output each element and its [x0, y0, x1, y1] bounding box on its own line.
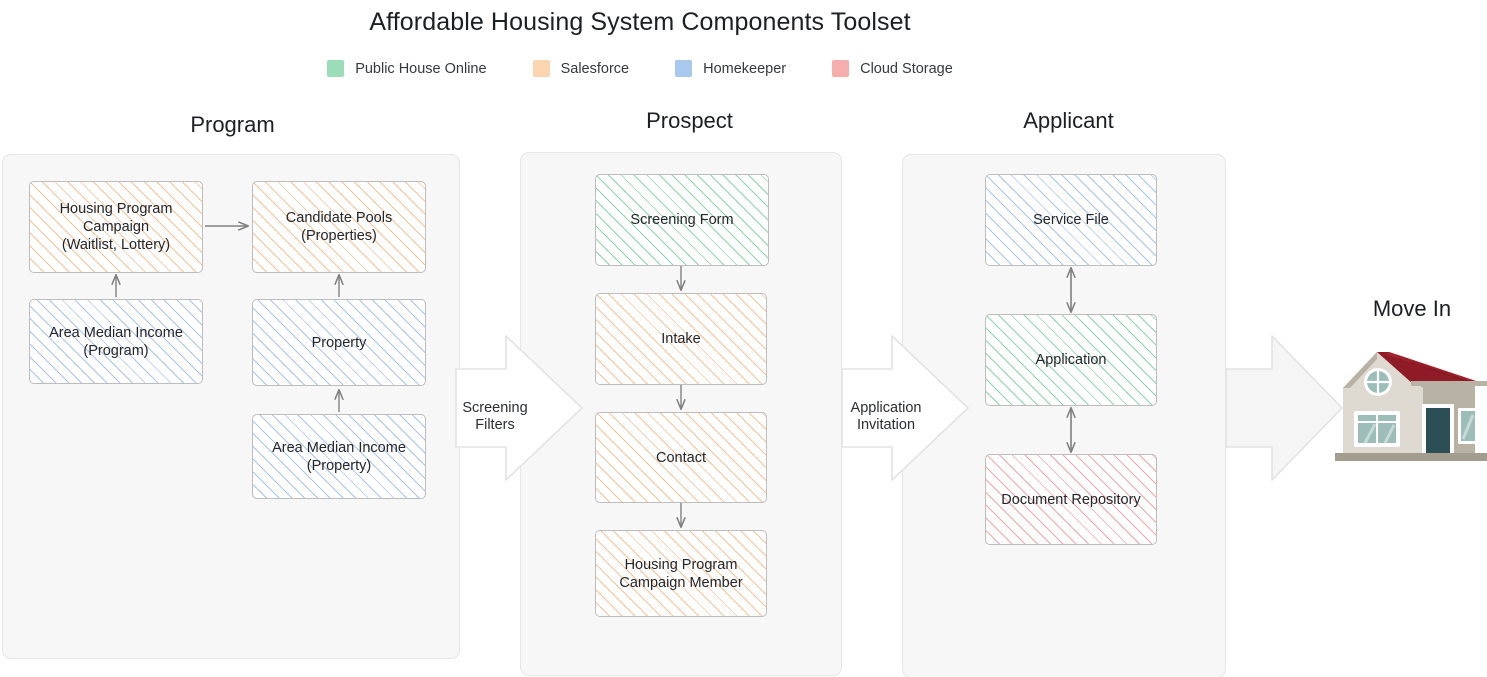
node-service-file[interactable]: Service File: [985, 174, 1157, 266]
legend-label: Public House Online: [355, 60, 487, 77]
page-title: Affordable Housing System Components Too…: [369, 8, 911, 36]
node-label: Document Repository: [1001, 491, 1141, 508]
node-document-repository[interactable]: Document Repository: [985, 454, 1157, 545]
legend-swatch-green: [327, 60, 345, 77]
legend-swatch-orange: [532, 60, 550, 77]
node-label: Screening Form: [630, 212, 734, 228]
stage-arrow-move-in: [1225, 335, 1343, 481]
stage-arrow-screening-filters: [455, 335, 583, 481]
stage-arrow-label-application-invitation: Application Invitation: [850, 400, 922, 433]
node-label: Area Median Income (Program): [49, 324, 183, 359]
node-candidate-pools[interactable]: Candidate Pools (Properties): [252, 181, 426, 273]
node-contact[interactable]: Contact: [595, 412, 767, 503]
legend-swatch-blue: [675, 60, 693, 77]
legend-item-cloud-storage: Cloud Storage: [832, 60, 953, 77]
node-label: Property: [311, 334, 367, 351]
node-label: Service File: [1033, 212, 1109, 228]
node-label: Intake: [661, 331, 701, 347]
node-application[interactable]: Application: [985, 314, 1157, 406]
legend-item-public-house-online: Public House Online: [327, 60, 487, 77]
column-title-prospect: Prospect: [646, 108, 733, 133]
node-housing-program-campaign[interactable]: Housing Program Campaign (Waitlist, Lott…: [29, 181, 203, 273]
stage-arrow-application-invitation: [841, 335, 969, 481]
column-title-applicant: Applicant: [1023, 108, 1114, 133]
legend-label: Homekeeper: [703, 60, 787, 77]
node-screening-form[interactable]: Screening Form: [595, 174, 769, 266]
node-label: Housing Program Campaign (Waitlist, Lott…: [59, 201, 173, 253]
legend-label: Cloud Storage: [860, 60, 953, 77]
legend-label: Salesforce: [560, 60, 630, 77]
legend-swatch-pink: [832, 60, 850, 77]
node-housing-program-campaign-member[interactable]: Housing Program Campaign Member: [595, 530, 767, 617]
stage-arrow-label-screening-filters: Screening Filters: [462, 400, 528, 433]
node-area-median-income-program[interactable]: Area Median Income (Program): [29, 299, 203, 384]
legend: Public House Online Salesforce Homekeepe…: [0, 60, 1280, 77]
legend-item-homekeeper: Homekeeper: [675, 60, 786, 77]
legend-item-salesforce: Salesforce: [532, 60, 630, 77]
node-intake[interactable]: Intake: [595, 293, 767, 385]
node-area-median-income-property[interactable]: Area Median Income (Property): [252, 414, 426, 499]
outcome-title: Move In: [1372, 296, 1452, 321]
node-label: Application: [1035, 352, 1107, 368]
node-label: Housing Program Campaign Member: [619, 556, 743, 591]
node-label: Candidate Pools (Properties): [285, 210, 393, 244]
node-property[interactable]: Property: [252, 299, 426, 386]
node-label: Area Median Income (Property): [272, 439, 406, 474]
house-icon: [1335, 352, 1487, 461]
node-label: Contact: [656, 449, 706, 466]
column-title-program: Program: [190, 112, 275, 137]
